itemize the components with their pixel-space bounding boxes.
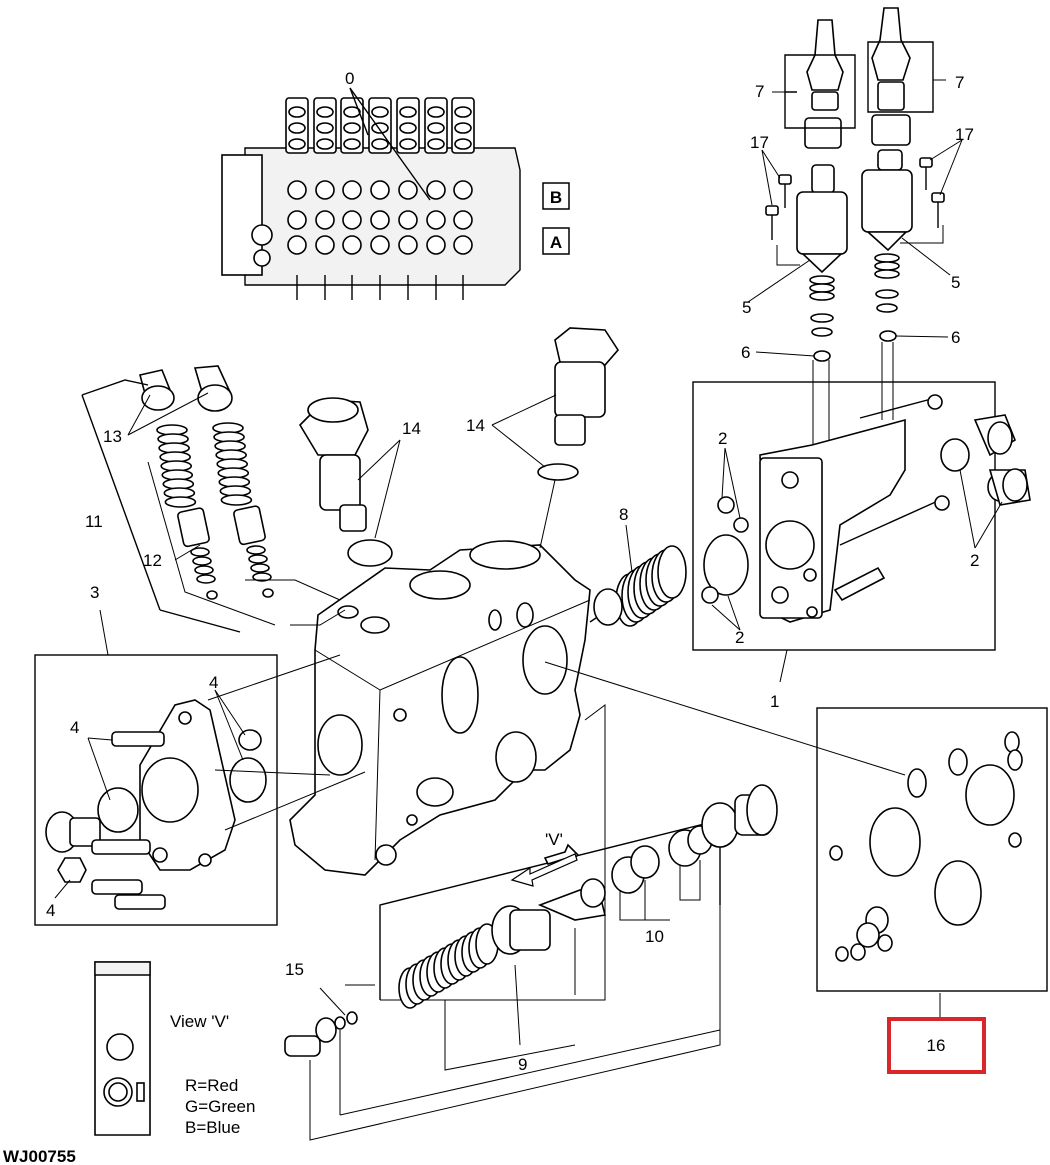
callout-8: 8 [619, 505, 628, 524]
svg-text:B: B [550, 188, 562, 207]
valve-bank-assembly [221, 87, 521, 300]
callout-17-right: 17 [955, 125, 974, 144]
callout-7-left: 7 [755, 82, 764, 101]
callout-15: 15 [285, 960, 304, 979]
callout-6-right: 6 [951, 328, 960, 347]
callout-1: 1 [770, 692, 779, 711]
callout-0: 0 [345, 69, 354, 88]
end-cover-assembly [692, 381, 1031, 683]
callout-4-bottom: 4 [46, 901, 55, 920]
relief-valves [81, 365, 346, 633]
callout-2-top: 2 [718, 429, 727, 448]
view-v-arrow-label: 'V' [545, 830, 563, 849]
callout-6-left: 6 [741, 343, 750, 362]
callout-5-left: 5 [742, 298, 751, 317]
view-box-a: A [542, 227, 570, 255]
callout-16: 16 [927, 1036, 946, 1055]
callout-17-left: 17 [750, 133, 769, 152]
callout-14-right: 14 [466, 416, 485, 435]
callout-9: 9 [518, 1055, 527, 1074]
callout-labels: 0 1 2 2 2 3 4 4 4 5 5 6 6 7 7 8 9 10 11 … [3, 69, 979, 1165]
callout-2-bottom: 2 [735, 628, 744, 647]
callout-11: 11 [85, 512, 103, 531]
callout-12: 12 [143, 551, 162, 570]
legend-blue: B=Blue [185, 1118, 240, 1137]
view-box-b: B [542, 182, 570, 210]
solenoid-actuators [747, 7, 963, 470]
plugs-14 [298, 327, 619, 567]
callout-3: 3 [90, 583, 99, 602]
callout-2-right: 2 [970, 551, 979, 570]
seal-kit-box [544, 661, 1048, 1018]
callout-7-right: 7 [955, 73, 964, 92]
legend-red: R=Red [185, 1076, 238, 1095]
callout-5-right: 5 [951, 273, 960, 292]
svg-text:A: A [550, 233, 562, 252]
legend-green: G=Green [185, 1097, 255, 1116]
callout-4-top: 4 [209, 673, 218, 692]
highlighted-callout-16[interactable]: 16 [887, 1017, 986, 1074]
cover-assembly-box [34, 609, 366, 926]
callout-10: 10 [645, 927, 664, 946]
view-v-inset [94, 853, 578, 1136]
callout-4-left: 4 [70, 718, 79, 737]
spool-8 [589, 524, 687, 627]
spool-parts [284, 784, 778, 1141]
valve-body [289, 540, 606, 1001]
callout-13: 13 [103, 427, 122, 446]
drawing-code: WJ00755 [3, 1147, 76, 1165]
view-v-arrow [510, 853, 578, 887]
view-v-title: View 'V' [170, 1012, 229, 1031]
callout-14-left: 14 [402, 419, 421, 438]
